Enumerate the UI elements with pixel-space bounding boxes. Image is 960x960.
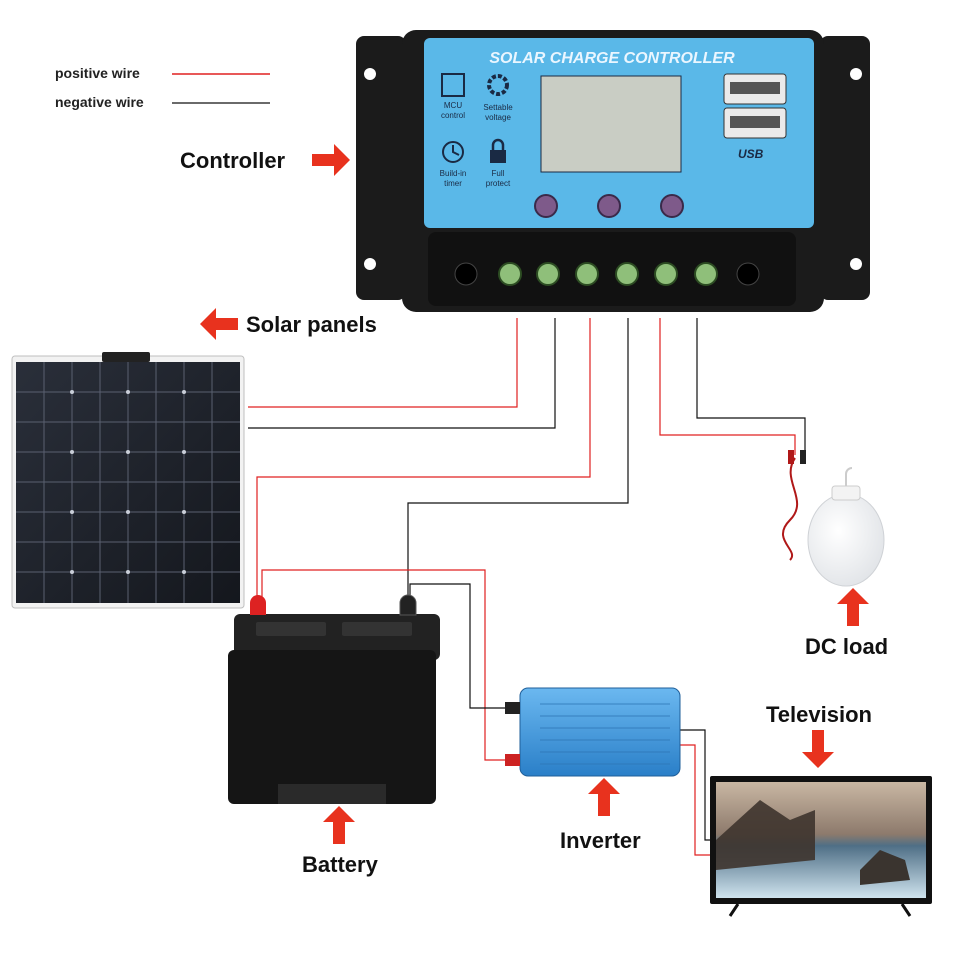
wire-battery-negative	[407, 318, 629, 600]
timer-line2: timer	[444, 179, 462, 188]
controller-label: Controller	[180, 148, 286, 173]
wire-inverter-negative	[409, 583, 520, 709]
solar-panel	[11, 352, 245, 609]
clock-icon	[442, 141, 464, 163]
up-button[interactable]	[597, 194, 621, 218]
battery-body	[228, 650, 436, 804]
menu-button[interactable]	[534, 194, 558, 218]
protect-line2: protect	[486, 179, 511, 188]
television	[710, 776, 932, 917]
battery-positive-terminal	[250, 595, 266, 615]
terminal-screw	[536, 262, 560, 286]
controller-lcd-screen	[540, 75, 682, 173]
dc-load-label: DC load	[805, 634, 888, 659]
battery-arrow-icon	[323, 806, 355, 844]
solar-panels-arrow-icon	[200, 308, 238, 340]
wire-inverter-positive	[261, 569, 520, 761]
protect-line1: Full	[492, 169, 505, 178]
timer-line1: Build-in	[440, 169, 467, 178]
mcu-line1: MCU	[444, 101, 462, 110]
wires	[248, 318, 806, 856]
legend-negative-label: negative wire	[55, 94, 144, 110]
settable-line1: Settable	[483, 103, 513, 112]
bulb-globe	[807, 493, 885, 587]
controller-mount-right	[820, 36, 870, 300]
dc-load-bulb	[782, 450, 885, 587]
down-button[interactable]	[660, 194, 684, 218]
terminal-screw	[498, 262, 522, 286]
usb-label: USB	[738, 147, 764, 161]
inverter-arrow-icon	[588, 778, 620, 816]
mcu-chip-icon	[441, 73, 465, 97]
mcu-line2: control	[441, 111, 465, 120]
wire-tv-1	[680, 729, 715, 841]
battery-negative-terminal	[399, 594, 417, 616]
dc-load-arrow-icon	[837, 588, 869, 626]
gear-icon	[487, 74, 509, 96]
inverter-label: Inverter	[560, 828, 641, 853]
inverter-body	[519, 687, 681, 777]
solar-panel-junction-box	[102, 352, 150, 362]
controller-mount-left	[356, 36, 406, 300]
charge-controller: SOLAR CHARGE CONTROLLER MCU control Sett…	[356, 30, 870, 312]
terminal-screw	[654, 262, 678, 286]
bulb-cable	[782, 457, 799, 561]
inverter	[505, 687, 681, 777]
wire-load-negative	[696, 318, 806, 455]
terminal-screw	[694, 262, 718, 286]
wire-panel-negative	[248, 318, 556, 429]
television-label: Television	[766, 702, 872, 727]
lock-icon	[490, 150, 506, 163]
controller-title: SOLAR CHARGE CONTROLLER	[489, 50, 735, 67]
wire-load-positive	[659, 318, 796, 455]
wire-panel-positive	[248, 318, 518, 408]
television-arrow-icon	[802, 730, 834, 768]
terminal-screw	[575, 262, 599, 286]
controller-arrow-icon	[312, 144, 350, 176]
battery	[228, 594, 440, 804]
legend-positive-label: positive wire	[55, 65, 140, 81]
solar-panel-cell-dots	[70, 390, 186, 574]
battery-label: Battery	[302, 852, 379, 877]
solar-panels-label: Solar panels	[246, 312, 377, 337]
legend: positive wire negative wire	[55, 65, 270, 110]
wire-tv-2	[680, 744, 715, 856]
terminal-screw	[615, 262, 639, 286]
settable-line2: voltage	[485, 113, 511, 122]
wire-battery-positive	[256, 318, 591, 600]
terminal-strip	[428, 232, 796, 306]
